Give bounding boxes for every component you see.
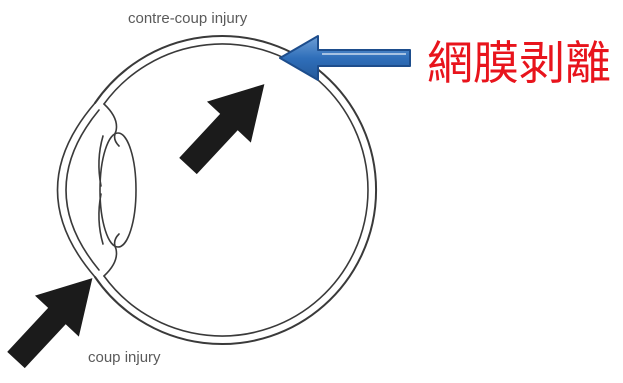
contre-coup-label: contre-coup injury xyxy=(128,10,248,27)
ciliary-body-top xyxy=(103,103,120,147)
lens xyxy=(99,132,137,248)
iris-lower xyxy=(98,193,104,245)
eyeball xyxy=(56,35,378,345)
coup-label: coup injury xyxy=(88,349,161,366)
sclera-outline xyxy=(94,35,378,345)
cornea-inner xyxy=(65,109,100,271)
coup-force-arrow xyxy=(7,278,93,369)
iris-upper xyxy=(98,135,104,187)
ciliary-body-bottom xyxy=(103,233,120,277)
contre-coup-force-arrow xyxy=(179,84,265,175)
pointer-arrow xyxy=(279,35,411,81)
retinal-detachment-label: 網膜剥離 xyxy=(427,36,611,90)
pointer-arrow-body xyxy=(279,35,411,81)
retina-outline xyxy=(103,43,369,337)
cornea-outer xyxy=(56,102,96,278)
